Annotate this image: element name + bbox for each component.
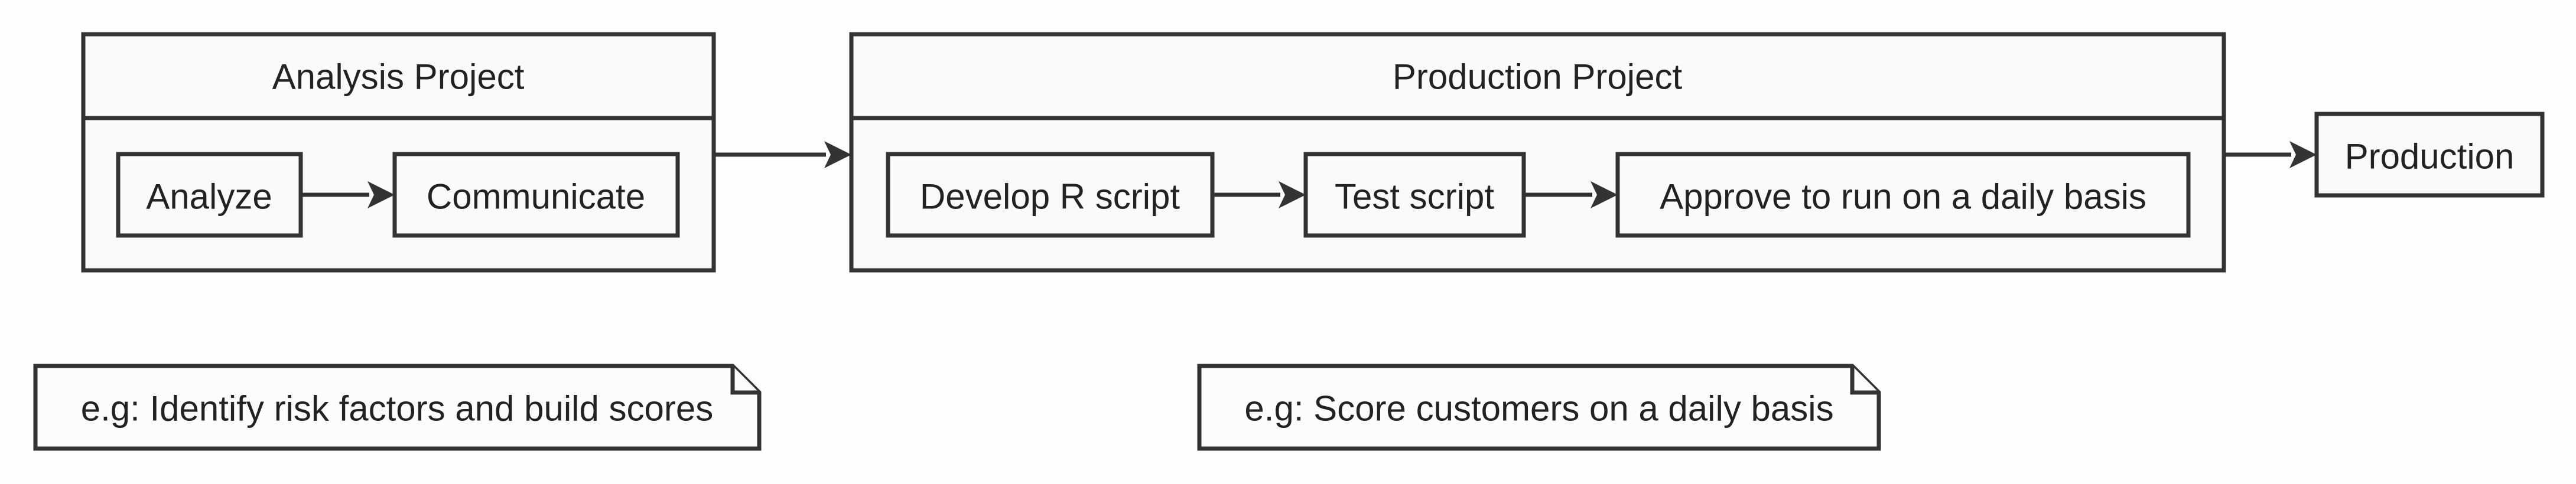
node-communicate-box [392, 152, 680, 238]
node-analyze-label: Analyze [146, 177, 272, 217]
node-production-box [2314, 112, 2545, 198]
note-analysis-shape [33, 364, 762, 451]
note-analysis-text: e.g: Identify risk factors and build sco… [81, 389, 714, 429]
group-production-header [849, 32, 2226, 120]
node-approve-label: Approve to run on a daily basis [1660, 177, 2146, 217]
note-folded-corner-icon [1850, 366, 1879, 395]
node-production-label: Production [2345, 137, 2515, 176]
node-approve-box [1615, 152, 2191, 238]
node-test-script: Test script [1303, 152, 1526, 238]
node-communicate-label: Communicate [427, 177, 645, 217]
node-test-label: Test script [1335, 177, 1494, 217]
note-production-text: e.g: Score customers on a daily basis [1244, 389, 1833, 429]
edge-production-project-to-production [2224, 141, 2317, 168]
arrow-head-icon [2289, 141, 2317, 168]
node-develop-r-script: Develop R script [886, 152, 1215, 238]
arrow-head-icon [824, 141, 851, 168]
arrow-head-icon [367, 181, 395, 208]
arrow-head-icon [1591, 181, 1618, 208]
group-analysis-header [81, 32, 716, 120]
group-production-title: Production Project [1393, 57, 1683, 97]
edge-analyze-to-communicate [301, 181, 395, 208]
note-folded-corner-icon [730, 366, 759, 395]
node-develop-box [886, 152, 1215, 238]
edge-test-to-approve [1524, 181, 1618, 208]
edge-develop-to-test [1212, 181, 1306, 208]
node-test-box [1303, 152, 1526, 238]
node-approve: Approve to run on a daily basis [1615, 152, 2191, 238]
edge-analysis-to-production-project [714, 141, 851, 168]
note-production-shape [1197, 364, 1881, 451]
arrow-head-icon [1279, 181, 1306, 208]
note-analysis: e.g: Identify risk factors and build sco… [33, 364, 762, 451]
note-production: e.g: Score customers on a daily basis [1197, 364, 1881, 451]
node-develop-label: Develop R script [920, 177, 1180, 217]
node-communicate: Communicate [392, 152, 680, 238]
node-production: Production [2314, 112, 2545, 198]
node-analyze: Analyze [116, 152, 303, 238]
group-analysis-title: Analysis Project [272, 57, 525, 97]
node-analyze-box [116, 152, 303, 238]
